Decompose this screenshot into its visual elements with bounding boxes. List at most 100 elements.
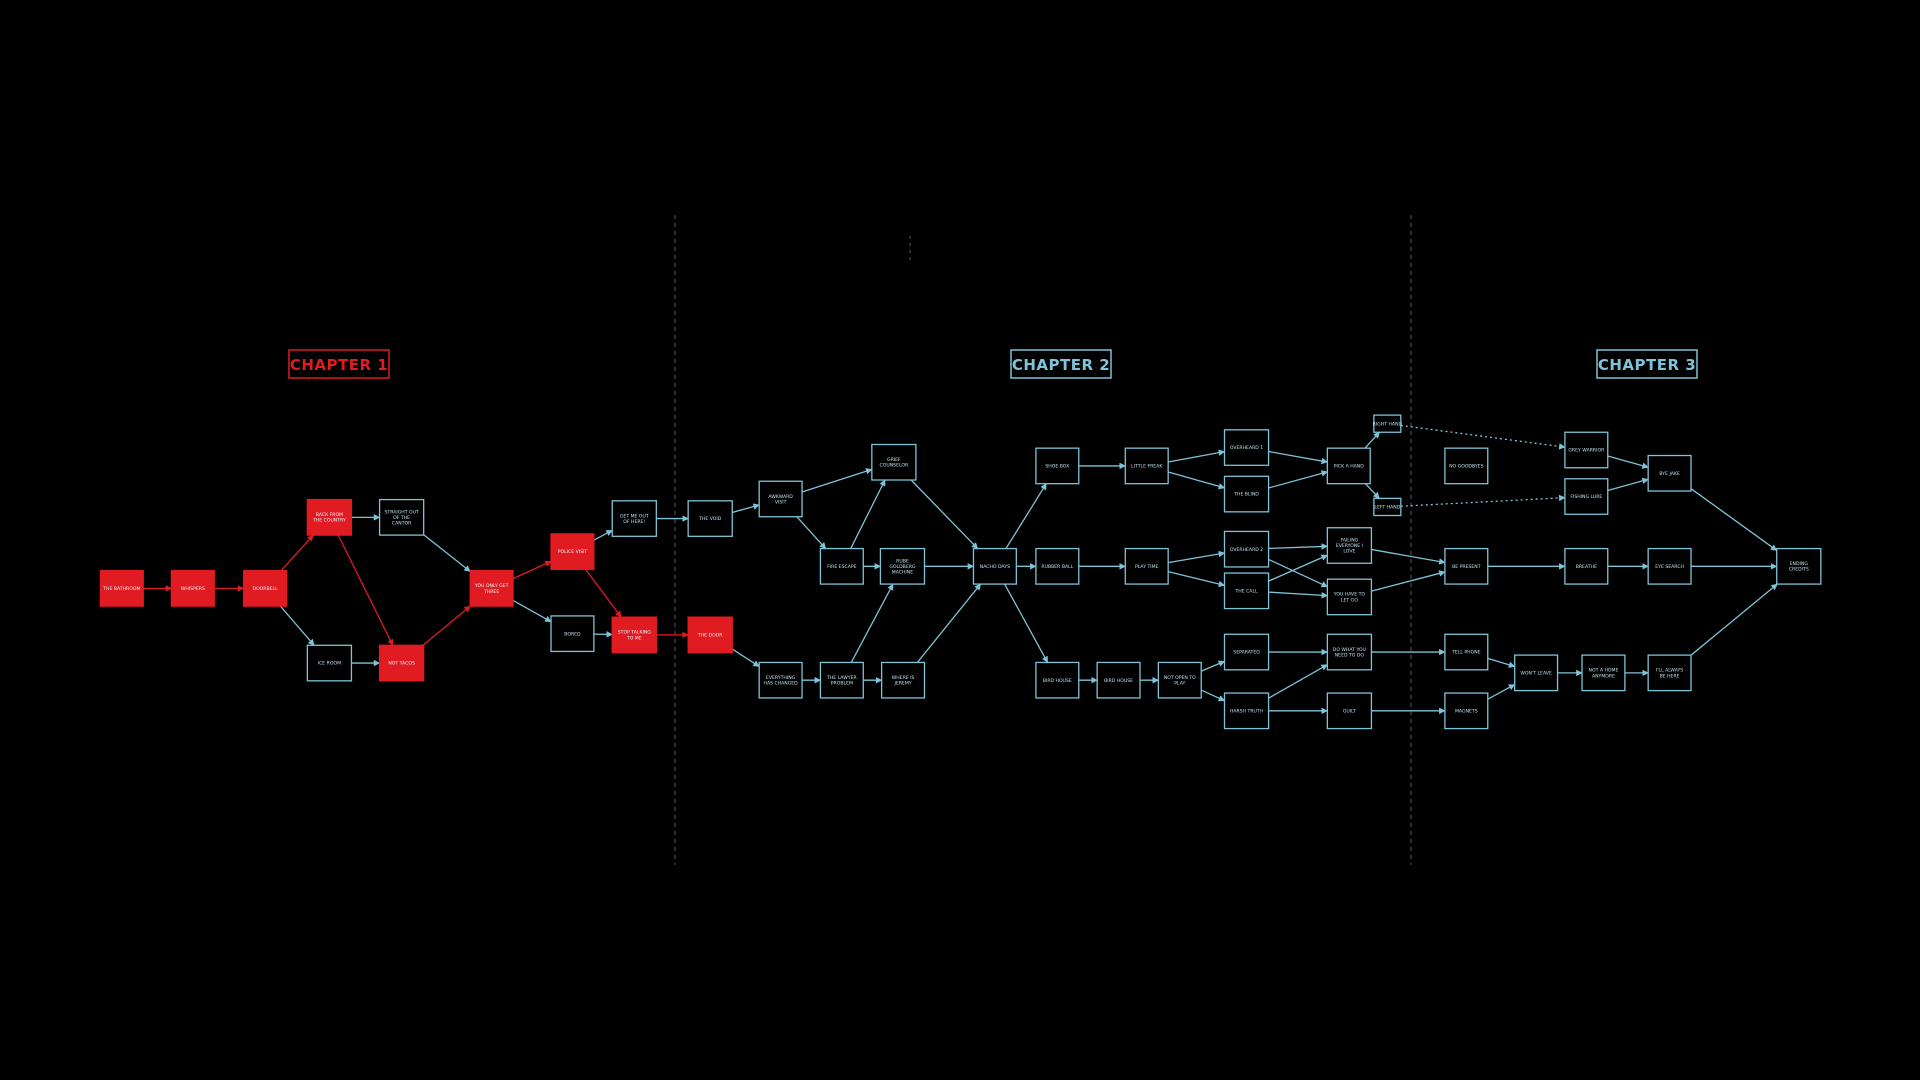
node-fishing-lure[interactable]: FISHING LURE: [1564, 478, 1609, 515]
node-box: [99, 569, 144, 607]
chapter-3-label: CHAPTER 3: [1596, 349, 1698, 379]
edge-the_call-to-failing_everyone: [1268, 554, 1328, 582]
edge-the_blind-to-pick_a_hand: [1268, 470, 1328, 489]
node-label: NOT TACOS: [388, 661, 415, 667]
node-box: [243, 569, 288, 607]
node-bathroom[interactable]: THE BATHROOM: [99, 569, 144, 607]
node-label: OVERHEARD 1: [1230, 445, 1263, 451]
edge-tell_phone-to-wont_leave: [1487, 657, 1516, 668]
node-box: [1564, 547, 1609, 585]
node-wont-leave[interactable]: WON'T LEAVE: [1514, 654, 1559, 692]
node-box: [1444, 633, 1489, 671]
node-be-present[interactable]: BE PRESENT: [1444, 547, 1489, 585]
node-label: PICK A HAND: [1334, 464, 1364, 470]
node-box: [1647, 654, 1692, 692]
node-pick-a-hand[interactable]: PICK A HAND: [1326, 447, 1371, 485]
node-nachos-days[interactable]: NACHO DAYS: [972, 547, 1017, 585]
node-the-door[interactable]: THE DOOR: [687, 616, 733, 654]
node-the-void[interactable]: THE VOID: [687, 500, 733, 537]
node-label: DOORBELL: [253, 586, 279, 592]
node-label: GREY WARRIOR: [1568, 448, 1605, 454]
node-box: [1564, 478, 1609, 515]
edge-fire_escape-to-grief_counselor: [850, 479, 886, 549]
edge-nachos_days-to-shoe_box: [1005, 483, 1047, 549]
edge-overheard2-to-failing_everyone: [1268, 543, 1328, 550]
node-guilt[interactable]: GUILT: [1326, 692, 1373, 730]
edge-lawyer_problem-to-rube_goldberg: [850, 583, 894, 663]
node-the-blind[interactable]: THE BLIND: [1223, 475, 1270, 513]
node-fire-escape[interactable]: FIRE ESCAPE: [819, 547, 864, 585]
node-box: [1564, 431, 1609, 469]
node-rubber-ball[interactable]: RUBBER BALL: [1035, 547, 1080, 585]
node-box: [687, 616, 733, 654]
node-tell-phone[interactable]: TELL PHONE: [1444, 633, 1489, 671]
node-box: [1096, 661, 1141, 699]
node-separated[interactable]: SEPARATED: [1223, 633, 1270, 671]
node-box: [550, 533, 595, 571]
node-label: OVERHEARD 2: [1230, 547, 1263, 553]
edge-bye_jake-to-ending_credits: [1690, 488, 1778, 551]
node-eye-search[interactable]: EYE SEARCH: [1647, 547, 1692, 585]
node-box: [1223, 633, 1270, 671]
node-box: [611, 500, 657, 537]
node-box: [1223, 692, 1270, 730]
node-police-visit[interactable]: POLICE VISIT: [550, 533, 595, 571]
node-overheard2[interactable]: OVERHEARD 2: [1223, 530, 1270, 568]
node-label: PLAY TIME: [1135, 564, 1159, 570]
node-box: [758, 661, 803, 699]
edge-play_time-to-overheard2: [1168, 550, 1226, 564]
node-ice-room[interactable]: ICE ROOM: [306, 644, 353, 682]
node-doorbell[interactable]: DOORBELL: [243, 569, 288, 607]
node-bored[interactable]: BORED: [550, 615, 595, 653]
node-breathe[interactable]: BREATHE: [1564, 547, 1609, 585]
node-shoe-box[interactable]: SHOE BOX: [1035, 447, 1080, 485]
edge-harsh_truth-to-do_what_you_need: [1268, 664, 1328, 699]
node-grey-warrior[interactable]: GREY WARRIOR: [1564, 431, 1609, 469]
node-whispers[interactable]: WHISPERS: [170, 569, 215, 607]
node-label: SEPARATED: [1233, 650, 1260, 656]
node-label: MAGNETS: [1455, 708, 1478, 714]
node-box: [1373, 414, 1402, 433]
edge-not_open_to_play-to-separated: [1200, 660, 1226, 672]
node-bye-jake[interactable]: BYE JAKE: [1647, 454, 1692, 492]
node-not-tacos[interactable]: NOT TACOS: [378, 644, 425, 682]
node-right-hand[interactable]: RIGHT HAND: [1373, 414, 1403, 433]
edge-little_freak-to-overheard1: [1168, 449, 1226, 463]
edge-grief_counselor-to-nachos_days: [910, 479, 979, 550]
node-bird-house2[interactable]: BIRD HOUSE: [1096, 661, 1141, 699]
node-box: [170, 569, 215, 607]
node-label: LITTLE FREAK: [1131, 464, 1163, 470]
node-no-goodbyes[interactable]: NO GOODBYES: [1444, 447, 1489, 485]
node-label: BREATHE: [1576, 564, 1597, 570]
node-box: [1326, 447, 1371, 485]
node-bird-house1[interactable]: BIRD HOUSE: [1035, 661, 1080, 699]
node-harsh-truth[interactable]: HARSH TRUTH: [1223, 692, 1270, 730]
node-the-call[interactable]: THE CALL: [1223, 572, 1270, 610]
node-little-freak[interactable]: LITTLE FREAK: [1124, 447, 1169, 485]
node-left-hand[interactable]: LEFT HAND: [1373, 497, 1402, 517]
node-play-time[interactable]: PLAY TIME: [1124, 547, 1169, 585]
node-magnets[interactable]: MAGNETS: [1444, 692, 1489, 730]
node-overheard1[interactable]: OVERHEARD 1: [1223, 429, 1270, 466]
